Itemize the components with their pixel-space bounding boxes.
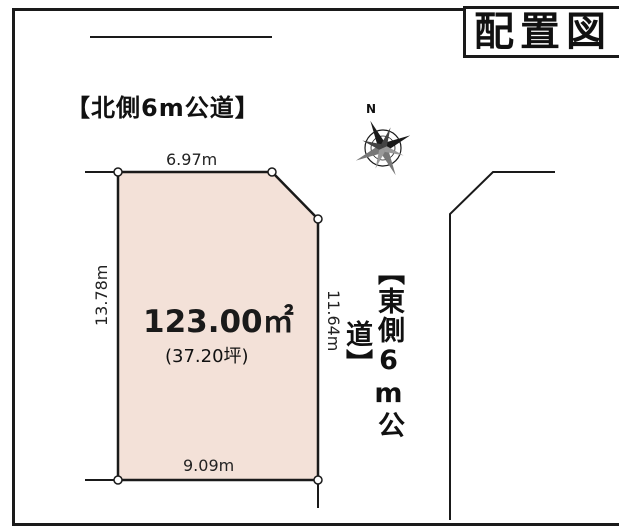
lot-shape	[116, 170, 320, 482]
corner-marker	[113, 167, 123, 177]
bottom-side-length: 9.09m	[183, 456, 235, 475]
lot-area-tsubo: (37.20坪)	[165, 346, 249, 367]
right-side-length: 11.64m	[324, 290, 343, 352]
top-side-length: 6.97m	[166, 150, 218, 169]
north-road-label: 【北側6m公道】	[66, 94, 260, 122]
corner-marker	[313, 214, 323, 224]
corner-marker	[313, 475, 323, 485]
lot-area: 123.00㎡	[143, 304, 294, 340]
page-title: 配置図	[474, 9, 612, 55]
corner-marker	[113, 475, 123, 485]
compass-rose-icon	[355, 120, 411, 176]
east-road-edge	[449, 171, 555, 520]
left-side-length: 13.78m	[92, 264, 111, 326]
north-label: N	[366, 102, 377, 116]
east-road-label: 【東側6m公道】	[341, 258, 404, 440]
drawing-frame	[12, 8, 619, 526]
title-box	[463, 6, 619, 58]
corner-marker	[267, 167, 277, 177]
